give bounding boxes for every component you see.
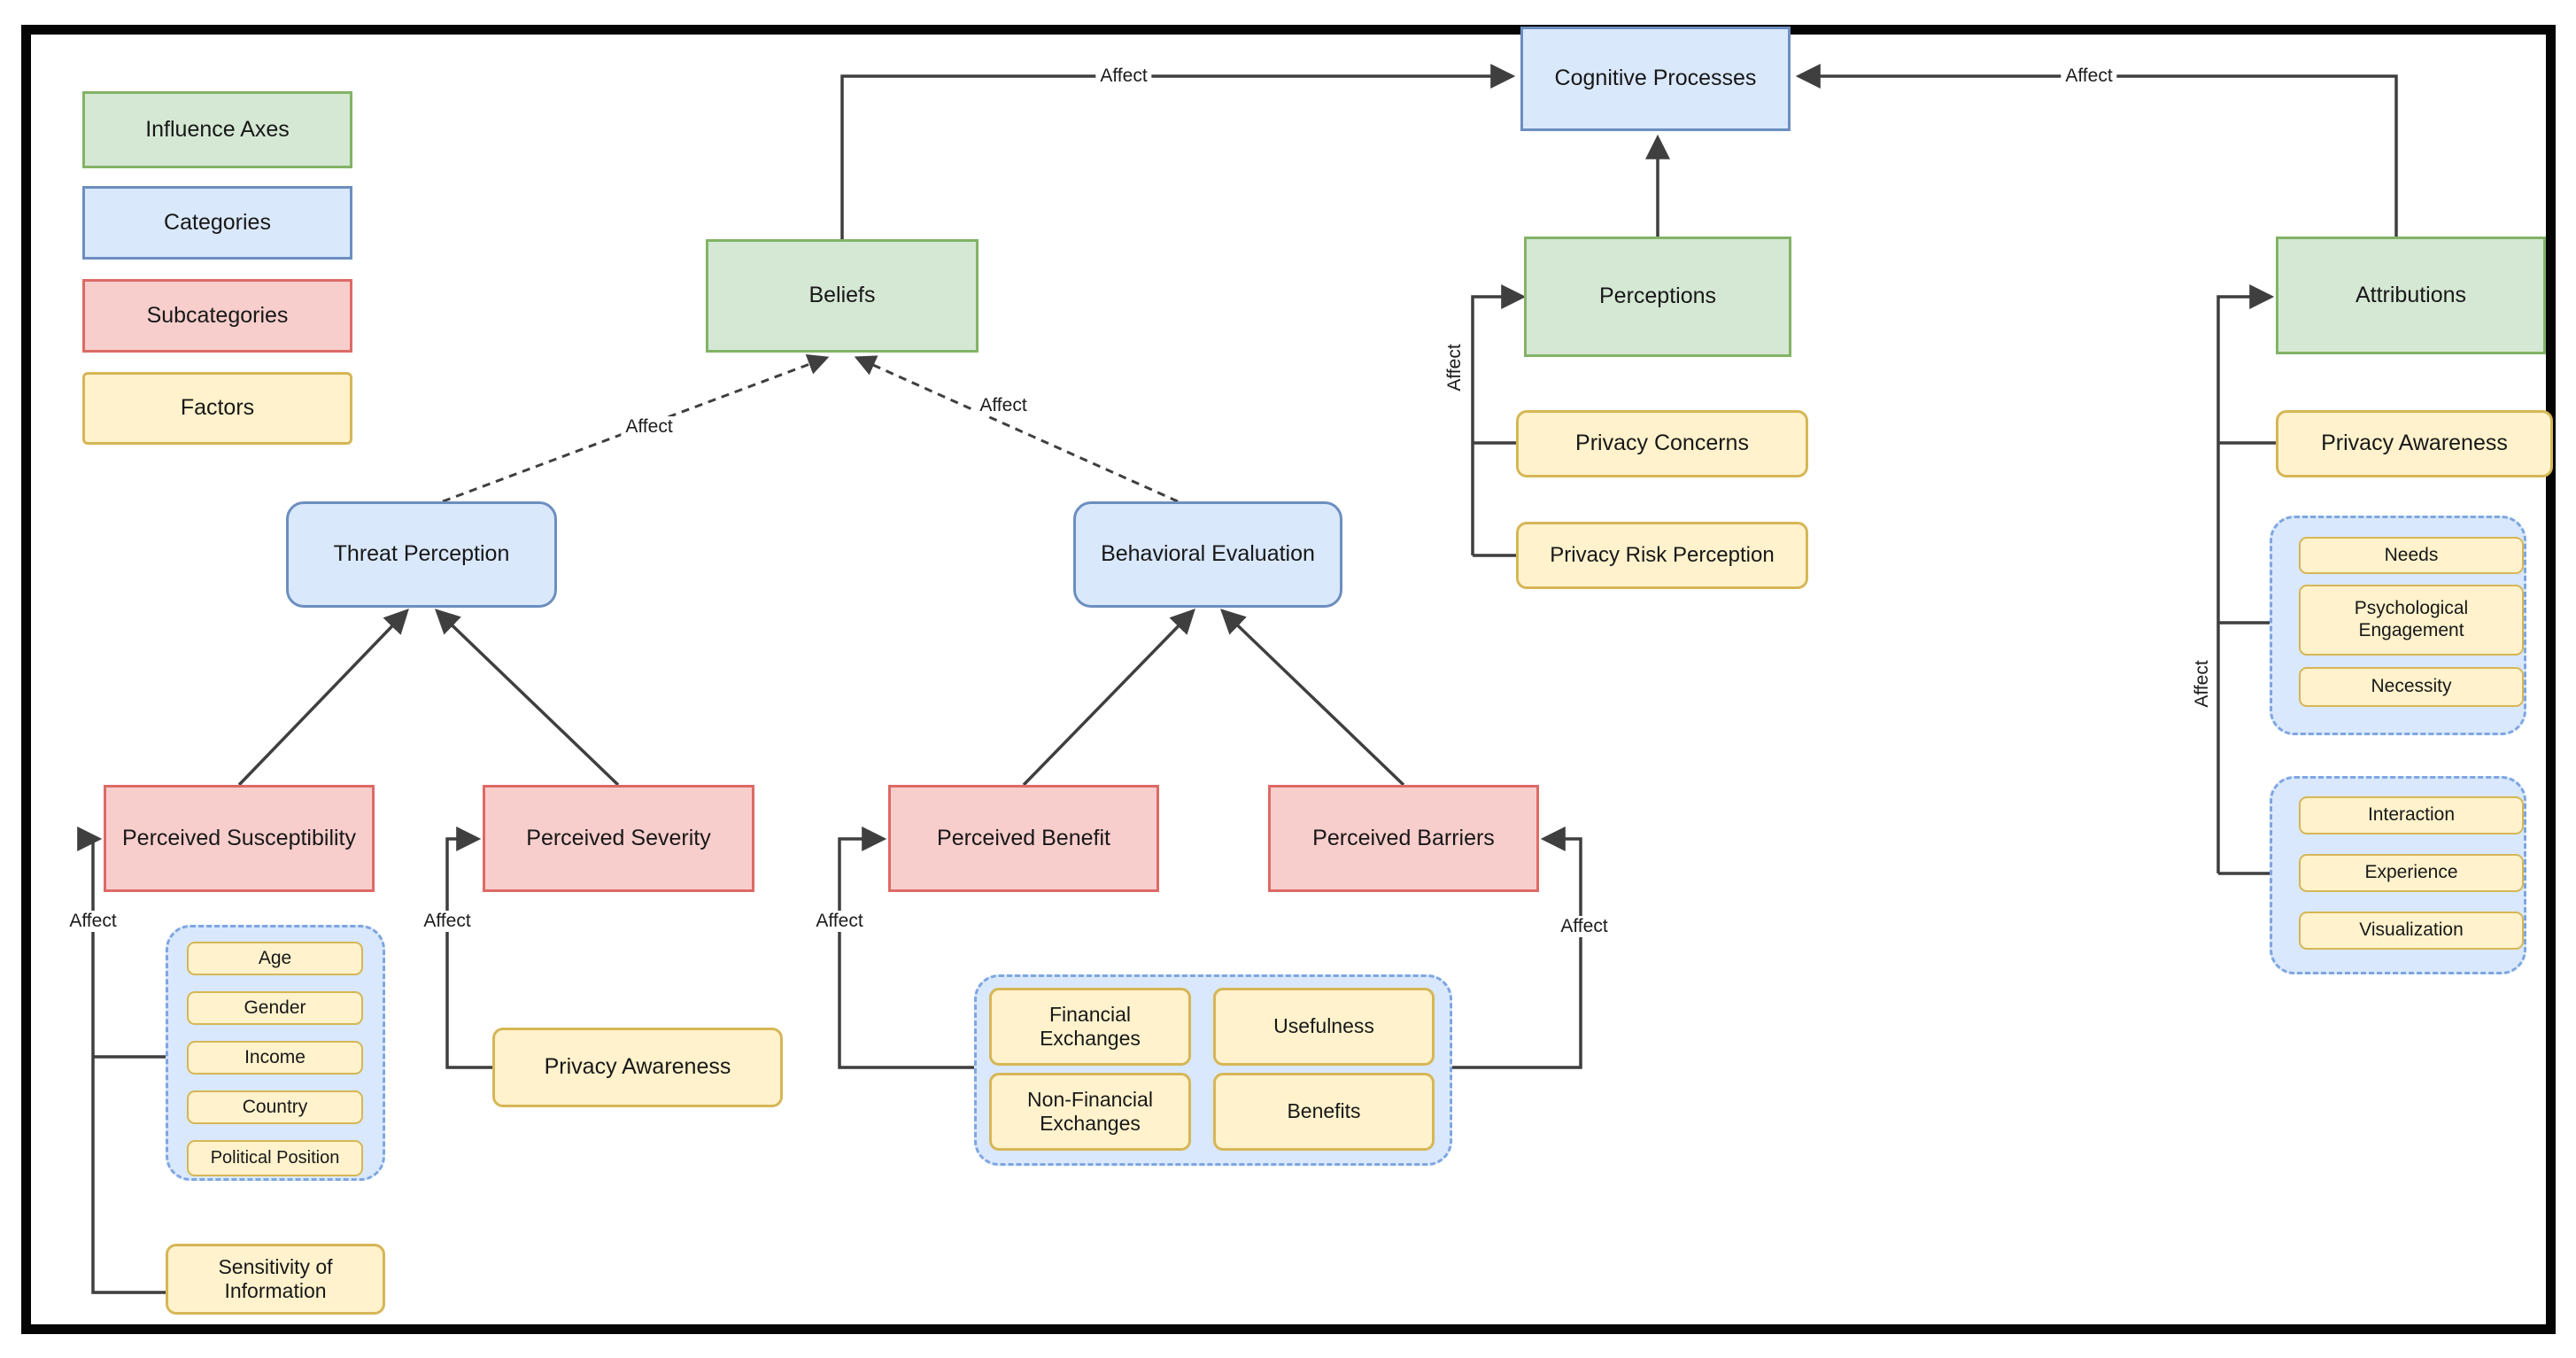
node-behavioral-evaluation: Behavioral Evaluation [1073, 501, 1342, 608]
diagram-border [21, 25, 2556, 1334]
node-sensitivity-of-information: Sensitivity of Information [166, 1244, 385, 1315]
node-age: Age [187, 942, 363, 975]
node-needs: Needs [2299, 537, 2524, 574]
edge-label-beliefs-cognitive: Affect [1095, 66, 1152, 87]
node-perceived-susceptibility: Perceived Susceptibility [104, 785, 375, 892]
node-income: Income [187, 1041, 363, 1075]
node-benefits: Benefits [1213, 1073, 1435, 1151]
node-non-financial-exchanges: Non-Financial Exchanges [989, 1073, 1191, 1151]
node-political-position: Political Position [187, 1140, 363, 1176]
node-privacy-awareness-severity: Privacy Awareness [492, 1028, 783, 1107]
node-perceived-benefit: Perceived Benefit [888, 785, 1159, 892]
legend-subcategories: Subcategories [82, 279, 352, 353]
legend-categories: Categories [82, 186, 352, 260]
edge-label-threat-beliefs: Affect [621, 416, 677, 438]
node-experience: Experience [2299, 854, 2524, 892]
node-gender: Gender [187, 991, 363, 1025]
node-country: Country [187, 1090, 363, 1124]
node-threat-perception: Threat Perception [286, 501, 557, 608]
edge-label-awareness-severity: Affect [419, 911, 476, 932]
node-cognitive-processes: Cognitive Processes [1520, 27, 1791, 131]
node-financial-exchanges: Financial Exchanges [989, 988, 1191, 1066]
node-attributions: Attributions [2276, 237, 2546, 354]
legend-influence-axes: Influence Axes [82, 91, 352, 168]
edge-label-factors-perceptions: Affect [1444, 341, 1466, 394]
edge-label-exchanges-benefit: Affect [811, 911, 868, 932]
node-perceived-barriers: Perceived Barriers [1268, 785, 1539, 892]
edge-label-behavioral-beliefs: Affect [975, 395, 1032, 416]
node-visualization: Visualization [2299, 912, 2524, 950]
edge-label-factors-attributions: Affect [2192, 657, 2213, 710]
node-privacy-awareness-attributions: Privacy Awareness [2276, 410, 2553, 477]
node-necessity: Necessity [2299, 667, 2524, 707]
node-privacy-concerns: Privacy Concerns [1516, 410, 1808, 477]
edge-label-factors-susceptibility: Affect [65, 911, 121, 932]
edge-label-attributions-cognitive: Affect [2061, 66, 2117, 87]
node-perceptions: Perceptions [1524, 237, 1791, 357]
edge-label-exchanges-barriers: Affect [1556, 916, 1613, 937]
node-perceived-severity: Perceived Severity [483, 785, 754, 892]
node-interaction: Interaction [2299, 796, 2524, 834]
node-psychological-engagement: Psychological Engagement [2299, 585, 2524, 656]
legend-factors: Factors [82, 372, 352, 445]
node-privacy-risk-perception: Privacy Risk Perception [1516, 522, 1808, 589]
node-beliefs: Beliefs [706, 239, 979, 353]
node-usefulness: Usefulness [1213, 988, 1435, 1066]
